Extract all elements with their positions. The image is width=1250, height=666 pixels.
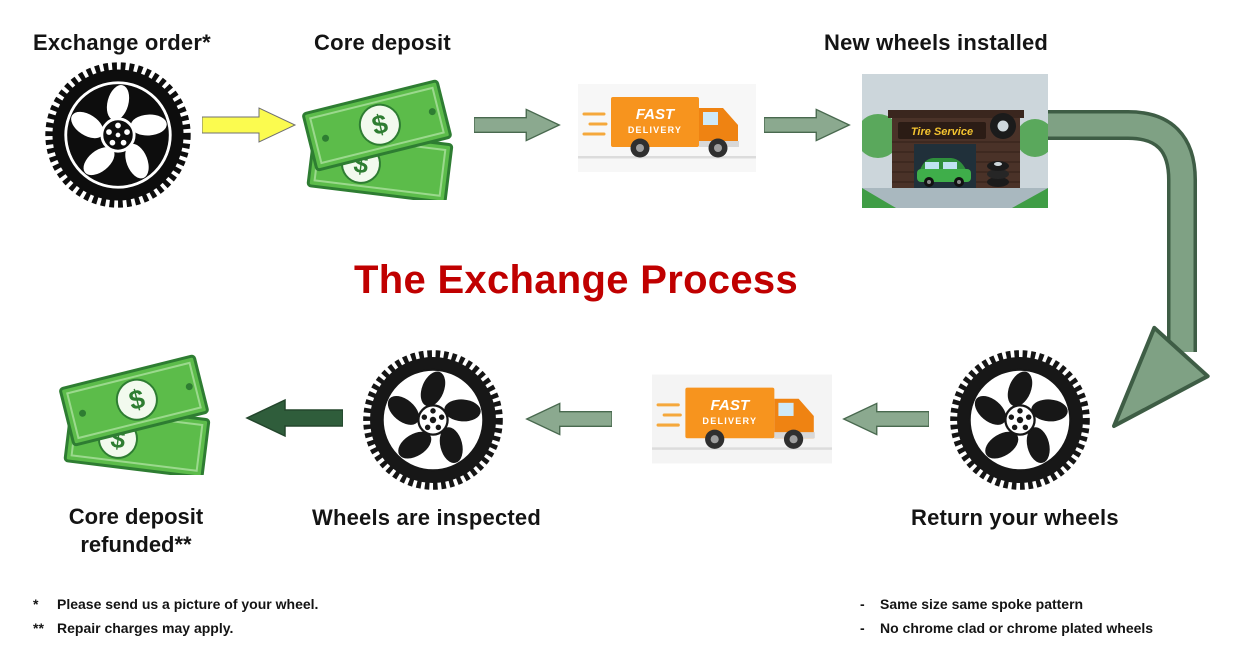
wheel-black-icon xyxy=(45,62,191,208)
footnote-marker: ** xyxy=(33,620,44,636)
money-icon: $ $ xyxy=(302,79,454,200)
page-title: The Exchange Process xyxy=(354,258,798,302)
refund-line-2: refunded** xyxy=(80,531,192,557)
wheel-white-icon xyxy=(950,350,1090,490)
delivery-truck-icon: FAST DELIVERY xyxy=(578,84,756,172)
footnote-marker: - xyxy=(860,596,865,612)
money-icon: $ $ xyxy=(59,354,211,475)
label-exchange-order: Exchange order* xyxy=(33,30,211,55)
footnote-marker: * xyxy=(33,596,39,612)
dollar-sign: $ xyxy=(369,108,391,141)
footnote-marker: - xyxy=(860,620,865,636)
footnote-row: - No chrome clad or chrome plated wheels xyxy=(860,620,1153,636)
footnotes-left: * Please send us a picture of your wheel… xyxy=(33,596,318,644)
tire-service-shop-illustration: Tire Service xyxy=(862,74,1048,208)
footnote-row: - Same size same spoke pattern xyxy=(860,596,1153,612)
flow-arrow-left xyxy=(842,402,929,436)
label-new-wheels-installed: New wheels installed xyxy=(824,30,1049,55)
flow-arrow-curved-down xyxy=(1048,110,1210,428)
delivery-truck-icon: FAST DELIVERY xyxy=(652,374,832,464)
footnotes-right: - Same size same spoke pattern - No chro… xyxy=(860,596,1153,644)
footnote-text: No chrome clad or chrome plated wheels xyxy=(880,620,1154,636)
truck-text-delivery: DELIVERY xyxy=(628,125,682,135)
flow-arrow-right xyxy=(474,108,561,142)
footnote-text: Same size same spoke pattern xyxy=(880,596,1084,612)
truck-text-delivery: DELIVERY xyxy=(702,416,757,426)
label-core-deposit-refunded: Core deposit refunded** xyxy=(30,503,242,558)
label-return-your-wheels: Return your wheels xyxy=(911,505,1119,530)
footnote-row: * Please send us a picture of your wheel… xyxy=(33,596,318,612)
wheel-white-icon xyxy=(363,350,503,490)
flow-arrow-left xyxy=(525,402,612,436)
shop-sign-text: Tire Service xyxy=(911,126,973,138)
label-core-deposit: Core deposit xyxy=(314,30,451,55)
dollar-sign: $ xyxy=(126,383,148,416)
refund-line-1: Core deposit xyxy=(68,504,204,529)
footnote-text: Please send us a picture of your wheel. xyxy=(57,596,319,612)
flow-arrow-right xyxy=(764,108,851,142)
footnote-row: ** Repair charges may apply. xyxy=(33,620,318,636)
flow-arrow-left-dark xyxy=(245,398,343,438)
truck-text-fast: FAST xyxy=(710,397,750,414)
label-wheels-inspected: Wheels are inspected xyxy=(312,505,541,530)
truck-text-fast: FAST xyxy=(636,106,676,123)
footnote-text: Repair charges may apply. xyxy=(57,620,234,636)
flow-arrow-yellow xyxy=(202,107,297,143)
